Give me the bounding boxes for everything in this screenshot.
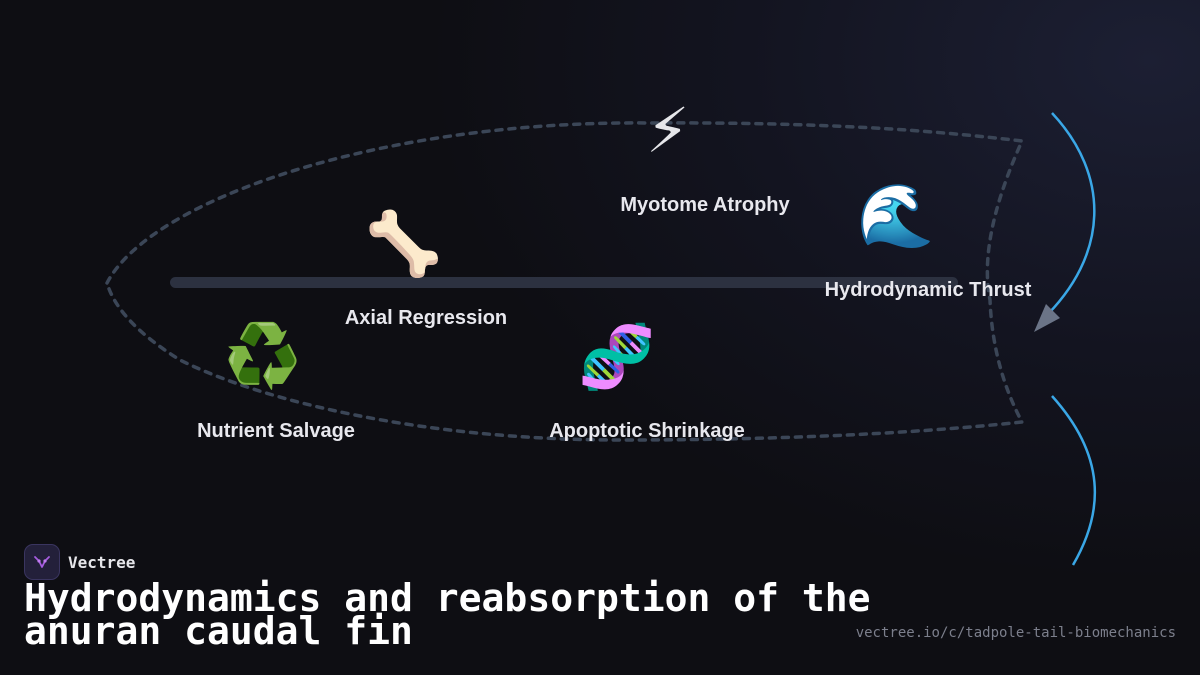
node-label: Hydrodynamic Thrust [824,279,1032,301]
node-label: Nutrient Salvage [197,420,355,442]
brand: Vectree [24,544,135,580]
notochord-bar [170,277,958,288]
thrust-arrow-head [1034,304,1060,332]
brand-name: Vectree [68,552,136,572]
dna-icon: 🧬 [578,320,656,393]
bone-icon: 🦴 [365,207,443,280]
thrust-arc-upper [1041,112,1096,321]
node-label: Apoptotic Shrinkage [549,420,745,442]
vectree-logo-icon [24,544,60,580]
fin-outline [105,121,1025,442]
recycle-icon: ♻️ [224,319,302,392]
node-label: Myotome Atrophy [620,194,790,216]
thrust-arc-lower [1051,395,1097,566]
node-label: Axial Regression [344,307,508,329]
source-url: vectree.io/c/tadpole-tail-biomechanics [855,625,1176,641]
lightning-icon: ⚡ [646,94,690,167]
page-title: Hydrodynamics and reabsorption of the an… [24,576,871,653]
wave-icon: 🌊 [857,179,935,252]
